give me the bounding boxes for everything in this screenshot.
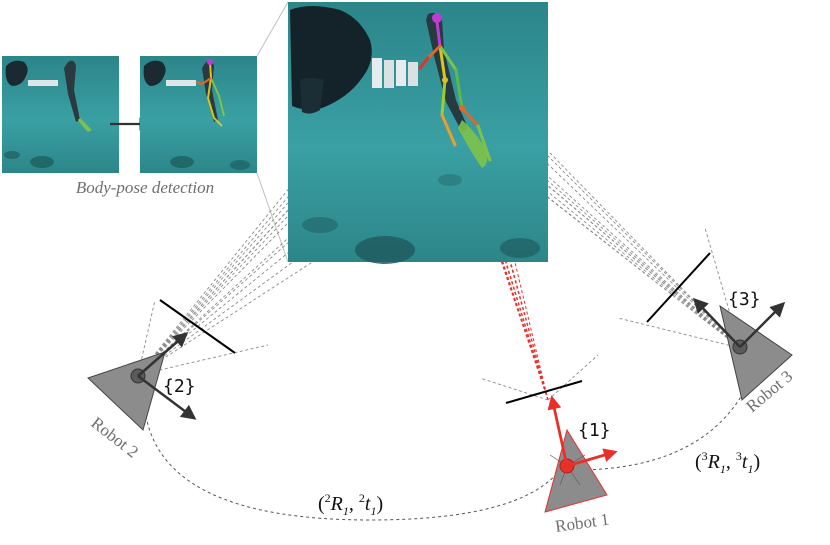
frame-label-1: {1}: [578, 420, 611, 441]
robot-2: [87, 299, 269, 431]
frame-3-axis-z: [692, 297, 741, 348]
robot-1-body: [544, 428, 608, 513]
frame-label-2: {2}: [163, 376, 196, 397]
thumbnail-raw: [2, 56, 119, 173]
trajectory-arcs: [144, 389, 746, 521]
robot-1: [479, 354, 618, 513]
pose-skeleton: [418, 13, 492, 162]
zoom-connectors: [256, 1, 289, 263]
frame-label-3: {3}: [728, 289, 761, 310]
frame-2-axis-x: [137, 375, 197, 420]
image-plane-2: [159, 299, 236, 354]
frame-1-axis-z: [547, 395, 569, 467]
thumbnail-pose: [140, 56, 257, 173]
caption-body-pose: Body-pose detection: [76, 178, 214, 197]
image-plane-3: [646, 252, 711, 323]
transform-label-3-1: (3R1, 3t1): [695, 449, 760, 476]
robot-2-body: [87, 351, 166, 431]
image-plane-1: [505, 380, 583, 404]
camera-rig: [372, 58, 418, 88]
transform-label-2-1: (2R1, 2t1): [318, 491, 383, 518]
frame-1-axis-x: [566, 448, 618, 468]
frame-3-axis-x: [739, 301, 786, 348]
frame-2-axis-z: [137, 332, 189, 377]
robot-label-1: Robot 1: [554, 510, 610, 536]
detection-image: [288, 2, 548, 264]
robot-3: [617, 227, 793, 401]
